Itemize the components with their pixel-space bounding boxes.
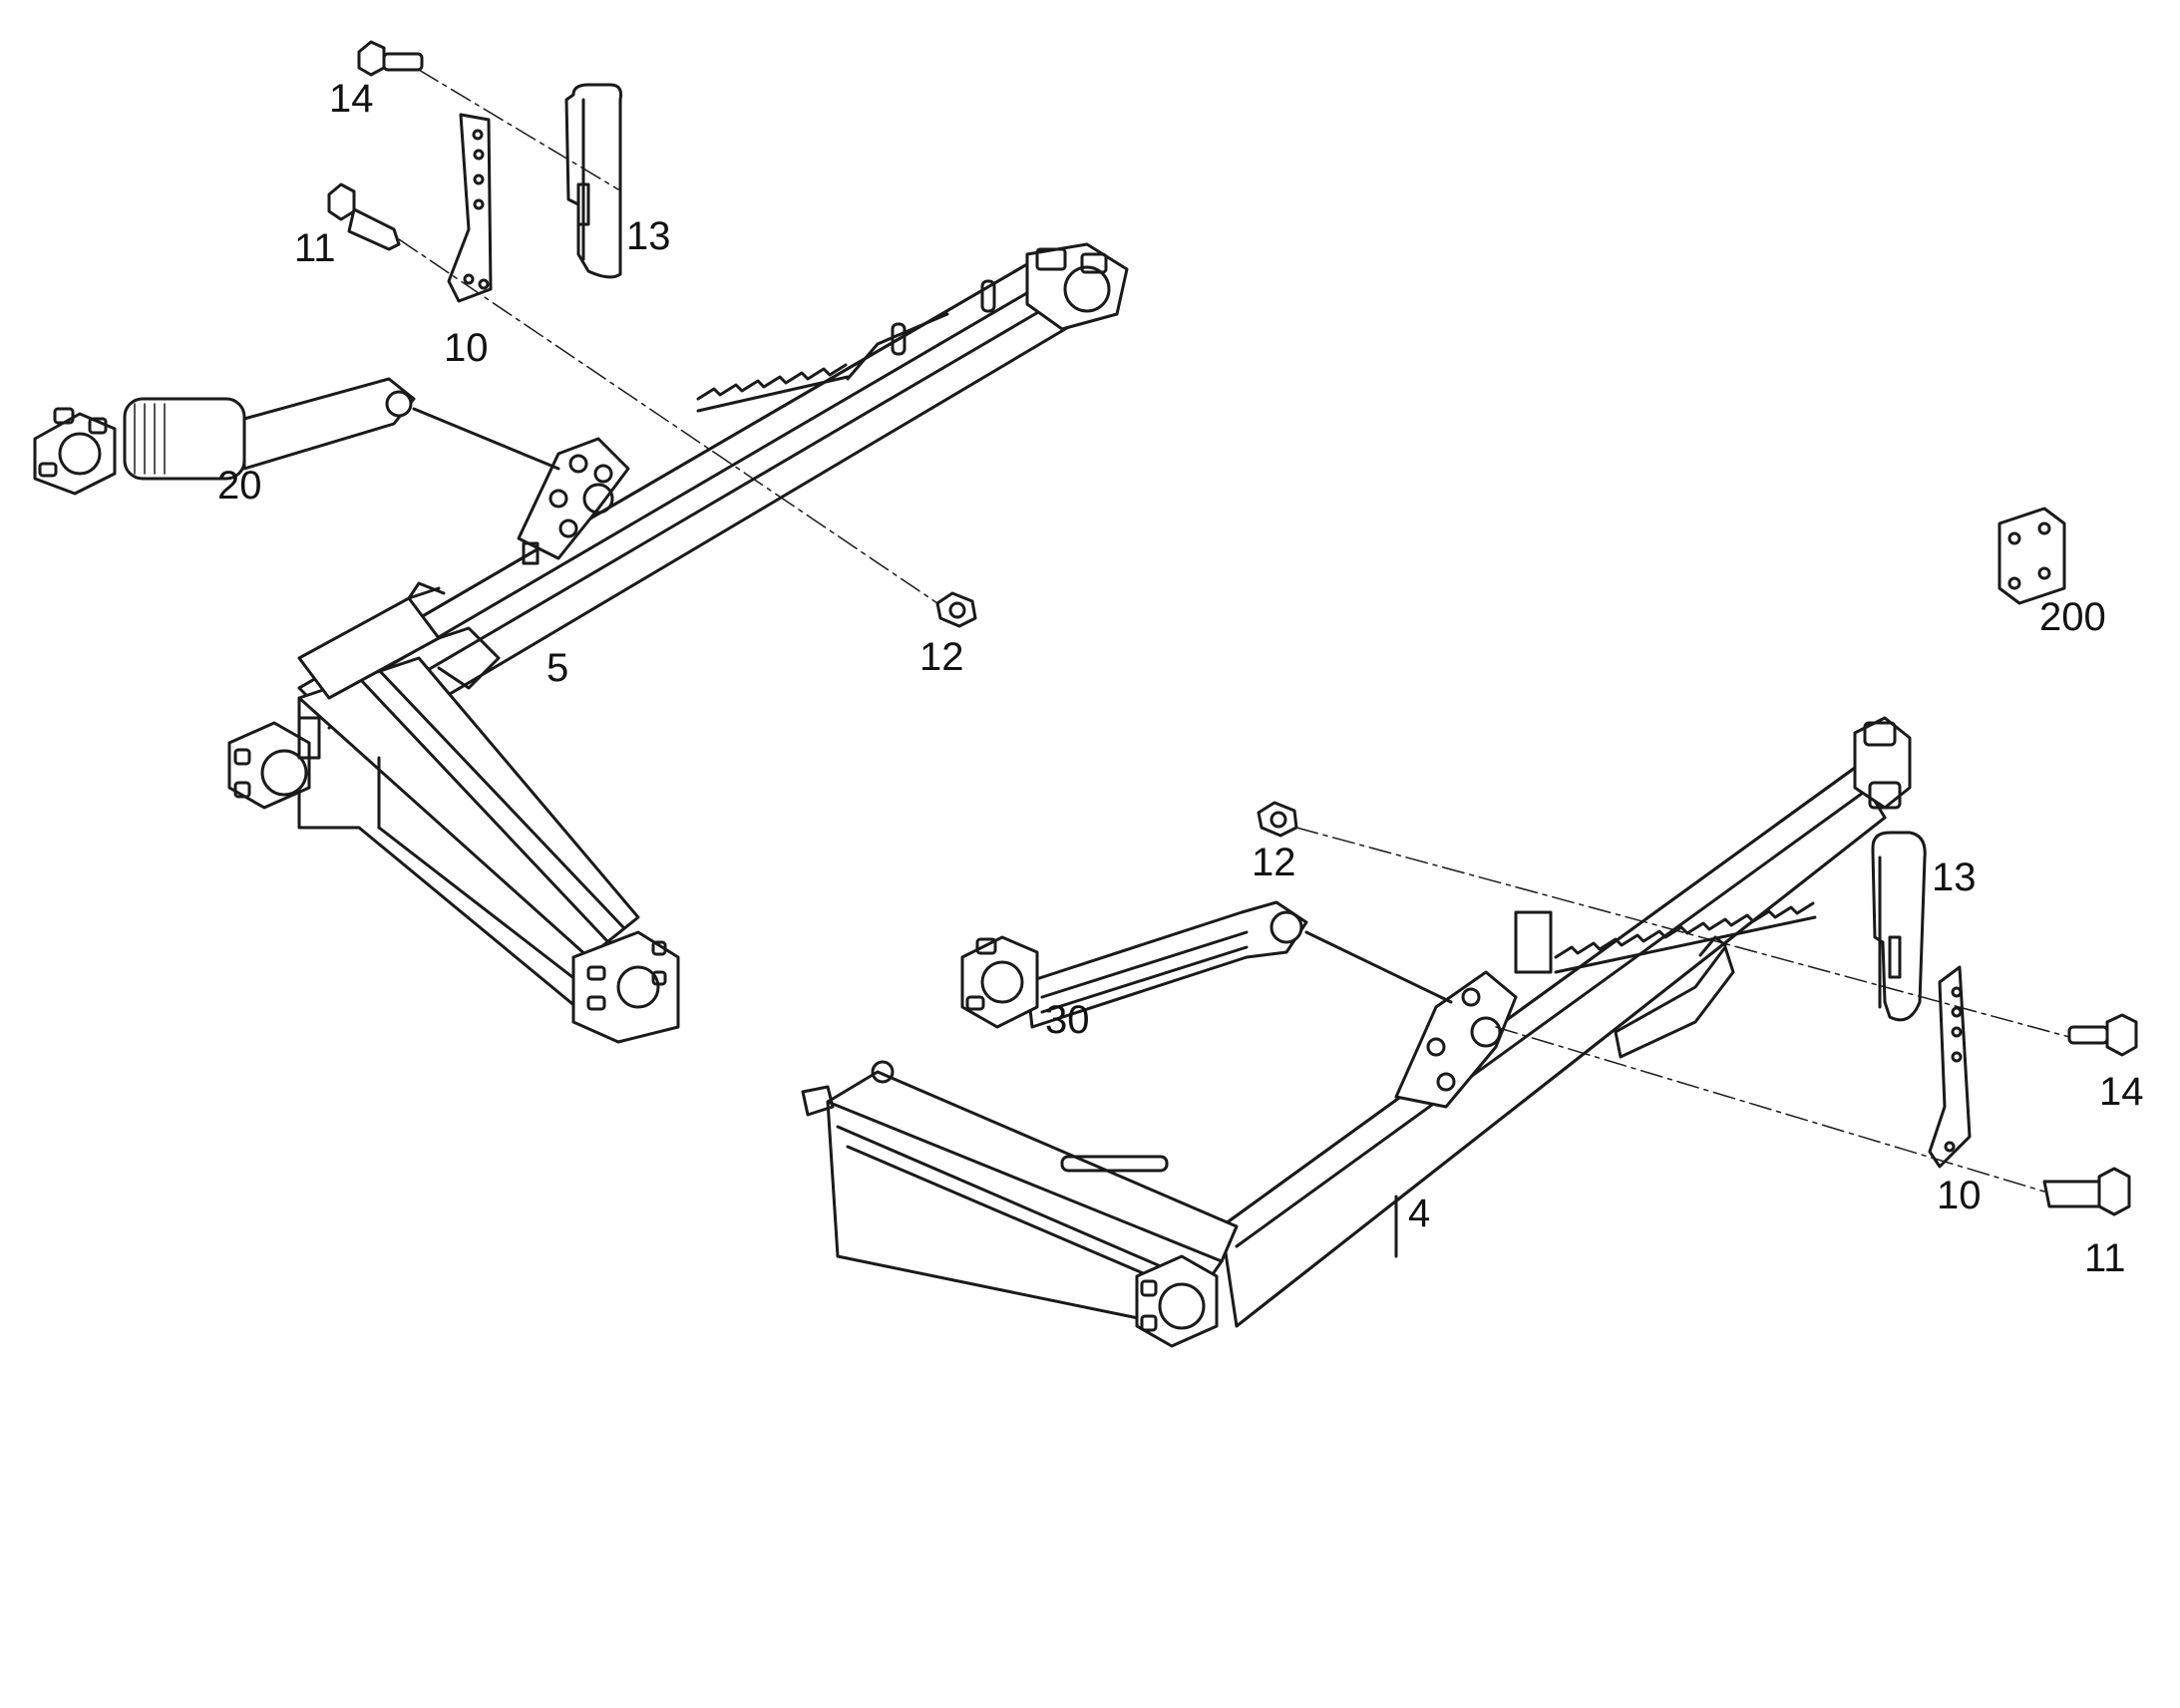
- right-bolt-top: [2067, 1013, 2138, 1057]
- right-frame-leg: [801, 1060, 1239, 1328]
- callout-right-handle: 13: [1932, 855, 1977, 899]
- callout-right-bolt-top: 14: [2099, 1070, 2144, 1114]
- right-bolt-lower: [2042, 1167, 2131, 1216]
- callout-right-bolt-lower: 11: [2084, 1236, 2126, 1280]
- callout-labels: 14 11 10 13 20 12 5 200 12 13 30 14 10 1…: [217, 77, 2144, 1280]
- right-nut: [1257, 801, 1298, 838]
- right-bracket: [1394, 910, 1553, 1109]
- callout-left-bolt-lower: 11: [294, 226, 336, 270]
- callout-left-frame: 5: [546, 646, 568, 690]
- callout-cylinder: 20: [217, 464, 262, 508]
- left-bolt-top: [357, 40, 424, 77]
- left-rack: [696, 363, 850, 413]
- callout-link-arm: 30: [1045, 998, 1090, 1042]
- callout-spacer-block: 200: [2039, 595, 2106, 639]
- hydraulic-cylinder: [33, 377, 560, 496]
- right-rack: [1554, 901, 1817, 974]
- right-handle: [1871, 831, 1927, 1022]
- right-clamp-rear: [1853, 716, 1912, 810]
- callout-right-nut: 12: [1252, 841, 1296, 884]
- left-bolt-lower: [327, 182, 401, 251]
- right-frame-arm: [1220, 766, 1887, 1328]
- left-nut: [935, 591, 977, 628]
- right-plate: [1928, 965, 1972, 1169]
- left-clamp-bottom: [571, 930, 680, 1044]
- left-bracket: [517, 437, 630, 565]
- callout-left-plate: 10: [444, 326, 489, 370]
- callout-right-frame: 4: [1408, 1192, 1430, 1235]
- left-handle: [564, 83, 622, 279]
- left-centerlines: [398, 69, 938, 604]
- spacer-block: [1998, 507, 2066, 605]
- left-plate: [447, 113, 493, 303]
- callout-left-bolt-top: 14: [329, 77, 374, 121]
- right-clamp-front: [1135, 1254, 1219, 1348]
- callout-right-plate: 10: [1937, 1174, 1982, 1217]
- right-centerlines: [1295, 827, 2070, 1193]
- left-clamp-rear: [1025, 242, 1129, 331]
- left-frame-crossbeam: [297, 581, 501, 700]
- link-arm: [960, 900, 1453, 1029]
- left-clamp-front: [227, 716, 321, 810]
- callout-left-nut: 12: [919, 635, 964, 679]
- right-step: [1614, 935, 1735, 1059]
- callout-left-handle: 13: [626, 214, 671, 258]
